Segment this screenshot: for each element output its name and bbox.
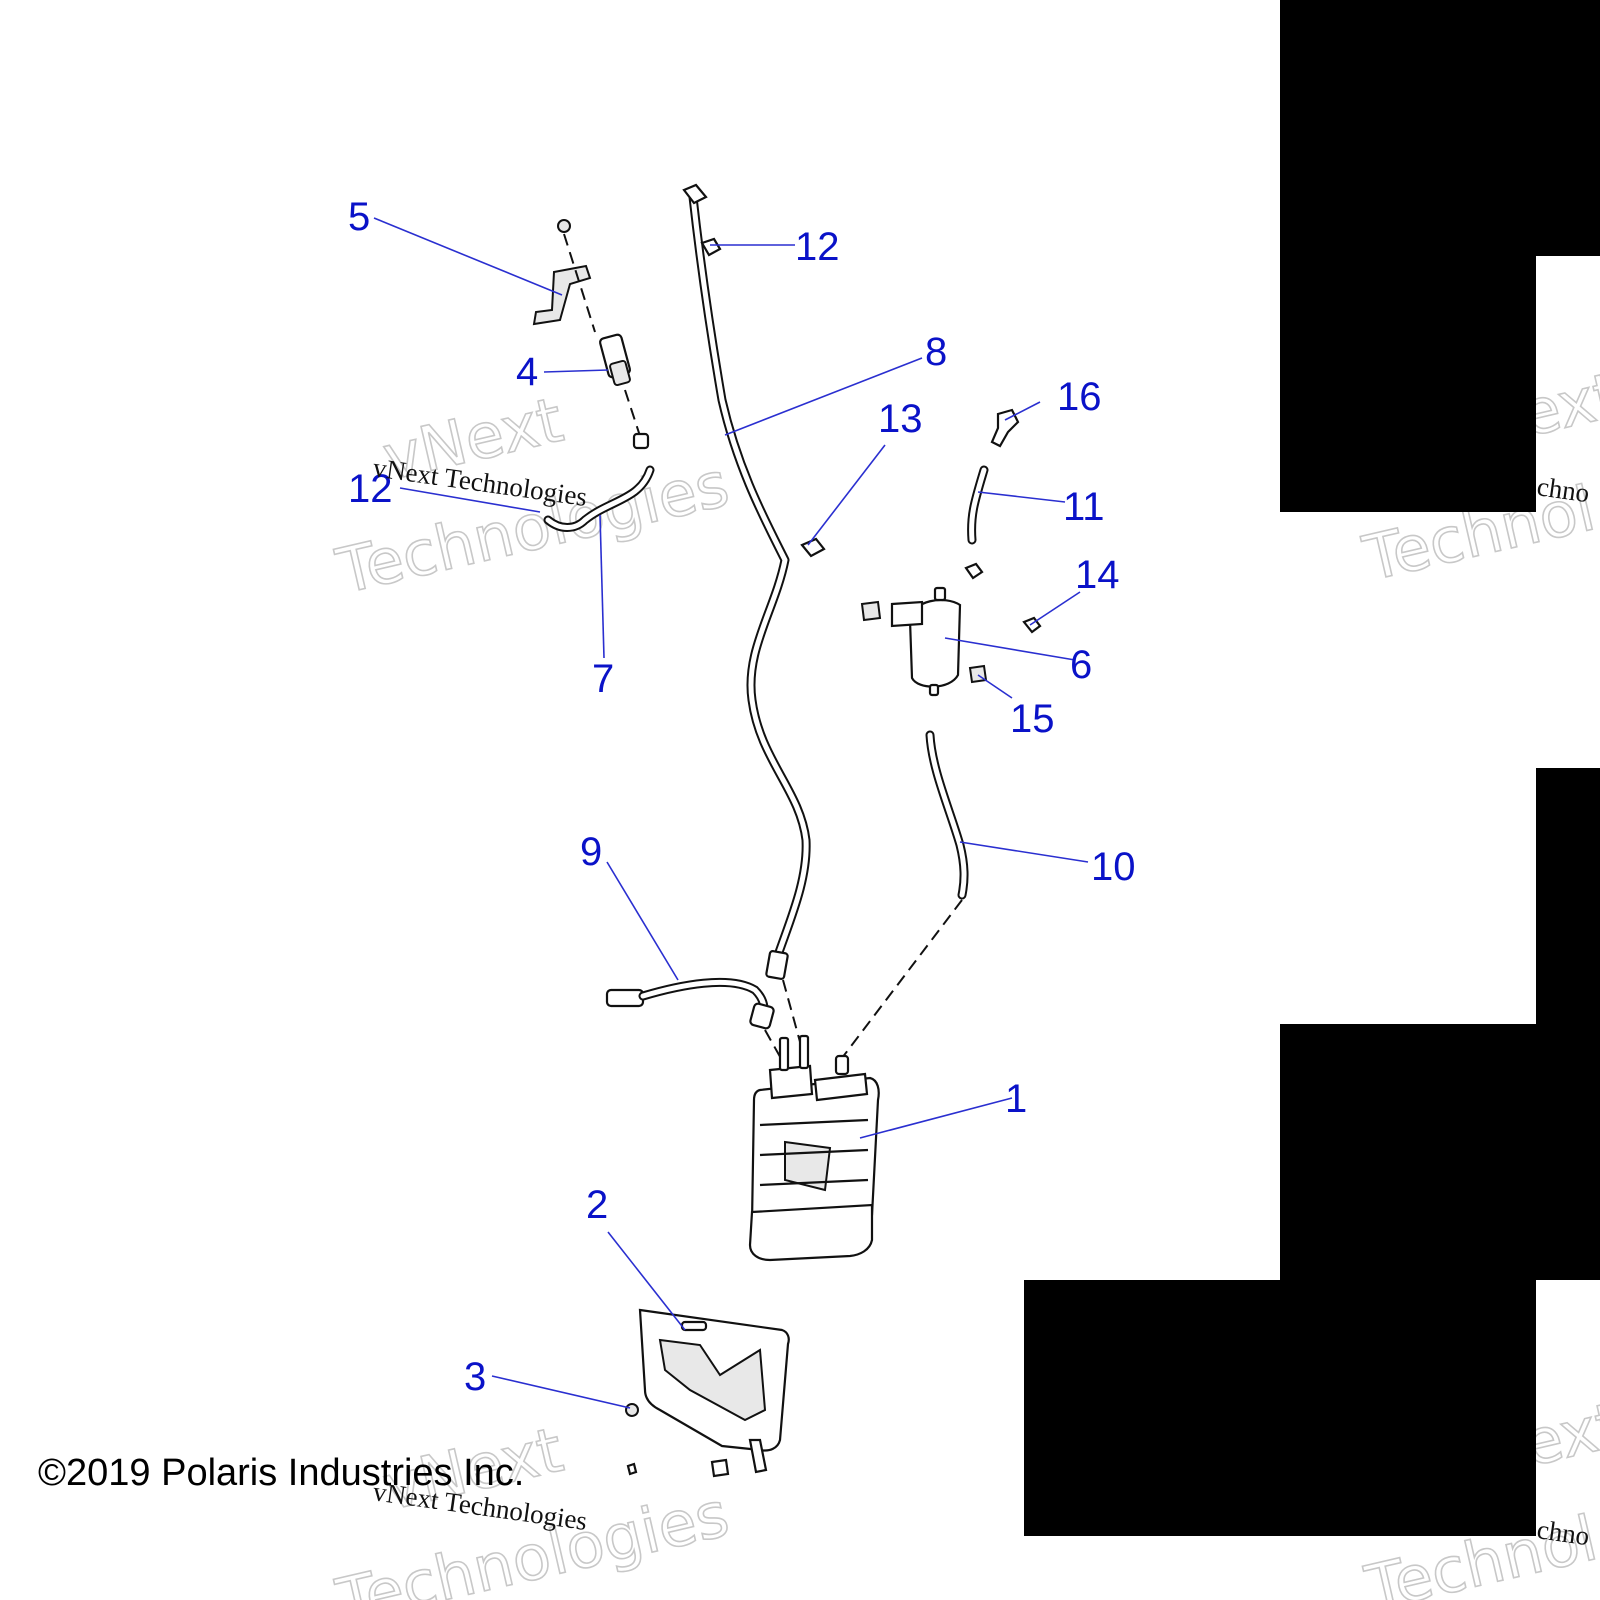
part-13-clip	[800, 537, 826, 558]
callout-8: 8	[925, 330, 947, 374]
part-grommet-left	[860, 600, 882, 622]
part-6-solenoid	[860, 586, 1042, 697]
part-4-valve	[598, 333, 632, 387]
callout-11: 11	[1063, 485, 1105, 529]
watermark-partial-mid: chno	[1535, 471, 1591, 508]
callout-9: 9	[580, 830, 602, 874]
callout-7: 7	[592, 657, 614, 701]
callout-3: 3	[464, 1355, 486, 1399]
callout-12-left: 12	[348, 467, 393, 511]
callout-labels: 5 4 12 8 13 16 11 14 6 15 10 9 12 7 1 2 …	[348, 195, 1136, 1399]
copyright: ©2019 Polaris Industries Inc.	[38, 1452, 524, 1494]
part-7-hose	[543, 432, 655, 532]
callout-10: 10	[1091, 845, 1136, 889]
callout-1: 1	[1005, 1077, 1027, 1121]
part-9-hose	[605, 977, 775, 1030]
part-11-hose	[967, 465, 989, 545]
mask-blocks	[1024, 0, 1600, 1536]
callout-12-top: 12	[795, 225, 840, 269]
callout-14: 14	[1075, 553, 1120, 597]
part-3-screw-3	[626, 1462, 638, 1476]
part-16-fitting	[990, 408, 1020, 448]
callout-5: 5	[348, 195, 370, 239]
part-3-screw	[625, 1403, 639, 1417]
callout-15: 15	[1010, 697, 1055, 741]
part-3-screw-2	[710, 1458, 730, 1478]
part-12-clip-top	[700, 237, 722, 257]
callout-4: 4	[516, 350, 538, 394]
callout-16: 16	[1057, 375, 1102, 419]
leader-lines	[373, 217, 1089, 1409]
part-8-vent-tube	[682, 183, 811, 980]
callout-2: 2	[586, 1183, 608, 1227]
part-2-bracket-plate	[638, 1308, 790, 1474]
part-fitting-small	[964, 562, 984, 580]
part-5-bracket	[532, 219, 592, 326]
watermark-partial-mid-2: chno	[1535, 1514, 1591, 1551]
callout-6: 6	[1070, 643, 1092, 687]
callout-13: 13	[878, 397, 923, 441]
part-1-canister	[748, 1034, 880, 1262]
part-10-hose	[925, 730, 969, 900]
